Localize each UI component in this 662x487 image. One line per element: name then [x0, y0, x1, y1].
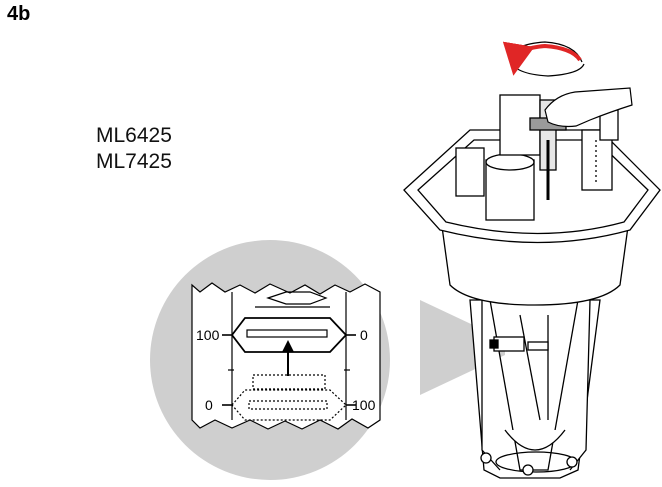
scale-label-lower-right: 100	[352, 397, 376, 413]
figure-label: 4b	[7, 3, 31, 25]
position-indicator-lower	[231, 389, 347, 421]
hand-icon	[544, 87, 633, 128]
up-arrow-icon	[282, 340, 294, 376]
scale-detail	[191, 282, 381, 430]
scale-label-upper-left: 100	[196, 327, 220, 343]
actuator-body	[403, 94, 661, 479]
rotation-arrow-icon	[502, 41, 585, 77]
scale-label-upper-right: 0	[360, 327, 368, 343]
scale-label-lower-left: 0	[205, 397, 213, 413]
model-label-ml7425: ML7425	[96, 150, 172, 173]
model-label-ml6425: ML6425	[96, 124, 172, 147]
